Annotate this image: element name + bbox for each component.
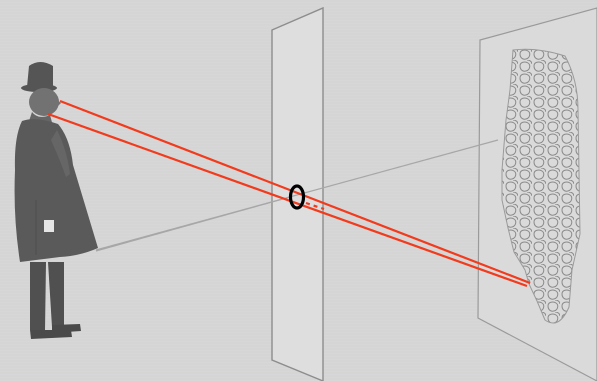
diagram-svg (0, 0, 597, 381)
camera-obscura-diagram (0, 0, 597, 381)
